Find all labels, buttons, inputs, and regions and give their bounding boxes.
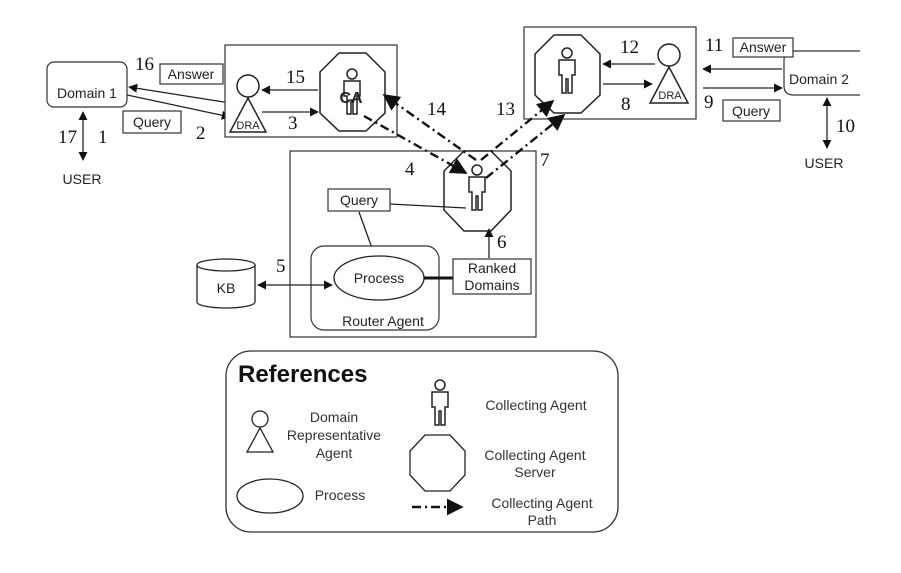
step-2: 2 bbox=[196, 123, 206, 144]
domain-2-label: Domain 2 bbox=[789, 71, 849, 87]
dra-1-label: DRA bbox=[236, 120, 260, 132]
answer-1-label: Answer bbox=[168, 66, 215, 82]
kb-label: KB bbox=[217, 280, 236, 296]
step-15: 15 bbox=[286, 67, 305, 88]
references-legend: References Domain Representative Agent P… bbox=[225, 350, 619, 533]
step-7: 7 bbox=[540, 150, 550, 171]
user-2-label: USER bbox=[805, 155, 844, 171]
legend-dra-line1: Domain bbox=[310, 409, 358, 425]
references-title: References bbox=[238, 361, 367, 388]
path-13 bbox=[480, 99, 555, 161]
step-4: 4 bbox=[405, 159, 415, 180]
domain-1-label: Domain 1 bbox=[57, 85, 117, 101]
ranked-domains-box: Ranked Domains bbox=[452, 258, 532, 295]
legend-dra-line2: Representative bbox=[287, 427, 381, 443]
step-10: 10 bbox=[836, 116, 855, 137]
path-7 bbox=[485, 113, 566, 179]
domain-2: Domain 2 bbox=[783, 50, 860, 96]
router-query-box: Query bbox=[327, 188, 391, 212]
router-query-label: Query bbox=[340, 192, 378, 208]
query-to-agent-line bbox=[389, 203, 467, 209]
collecting-agent-server-router bbox=[443, 150, 512, 232]
ranked-label-1: Ranked bbox=[468, 260, 516, 276]
query-1-label: Query bbox=[133, 114, 171, 130]
legend-server-icon bbox=[409, 434, 466, 492]
process-label: Process bbox=[354, 270, 405, 286]
query-2-label: Query bbox=[732, 103, 770, 119]
step-11: 11 bbox=[705, 35, 723, 56]
step-13: 13 bbox=[496, 99, 515, 120]
step-9: 9 bbox=[704, 92, 714, 113]
ranked-label-2: Domains bbox=[464, 277, 519, 293]
step-3: 3 bbox=[288, 113, 298, 134]
legend-process-icon bbox=[236, 478, 304, 514]
step-5: 5 bbox=[276, 256, 286, 277]
step-6: 6 bbox=[497, 232, 507, 253]
kb-database: KB bbox=[196, 258, 256, 309]
query-arrow-2 bbox=[126, 94, 231, 120]
step-14: 14 bbox=[427, 99, 447, 120]
step-16: 16 bbox=[135, 54, 154, 75]
answer-2-box: Answer bbox=[732, 37, 794, 58]
answer-1-box: Answer bbox=[159, 63, 224, 85]
legend-dra-icon bbox=[245, 410, 275, 453]
domain-1: Domain 1 bbox=[46, 61, 128, 108]
path-4 bbox=[363, 114, 468, 175]
legend-server-line2: Server bbox=[514, 464, 556, 480]
step-12: 12 bbox=[620, 37, 639, 58]
process-node: Process bbox=[333, 255, 425, 301]
legend-path-line1: Collecting Agent bbox=[491, 495, 592, 511]
dra-2-label: DRA bbox=[658, 90, 682, 102]
legend-dra-line3: Agent bbox=[316, 445, 353, 461]
step-8: 8 bbox=[621, 94, 631, 115]
legend-collecting-agent-label: Collecting Agent bbox=[485, 397, 586, 413]
router-agent-label: Router Agent bbox=[342, 313, 424, 329]
ca-server-2 bbox=[534, 34, 601, 114]
ca-label: CA bbox=[339, 90, 363, 107]
legend-server-line1: Collecting Agent bbox=[484, 447, 585, 463]
dra-2: DRA bbox=[648, 43, 690, 104]
legend-path-line2: Path bbox=[528, 512, 557, 528]
query-2-box: Query bbox=[722, 99, 781, 122]
answer-2-label: Answer bbox=[740, 39, 787, 55]
query-1-box: Query bbox=[122, 110, 182, 134]
ca-server-1: CA bbox=[319, 52, 386, 132]
answer-arrow-16 bbox=[128, 83, 231, 104]
dra-1: DRA bbox=[228, 74, 268, 133]
step-17: 17 bbox=[58, 127, 77, 148]
user-1-label: USER bbox=[63, 171, 102, 187]
step-1: 1 bbox=[98, 127, 108, 148]
legend-process-label: Process bbox=[315, 487, 366, 503]
